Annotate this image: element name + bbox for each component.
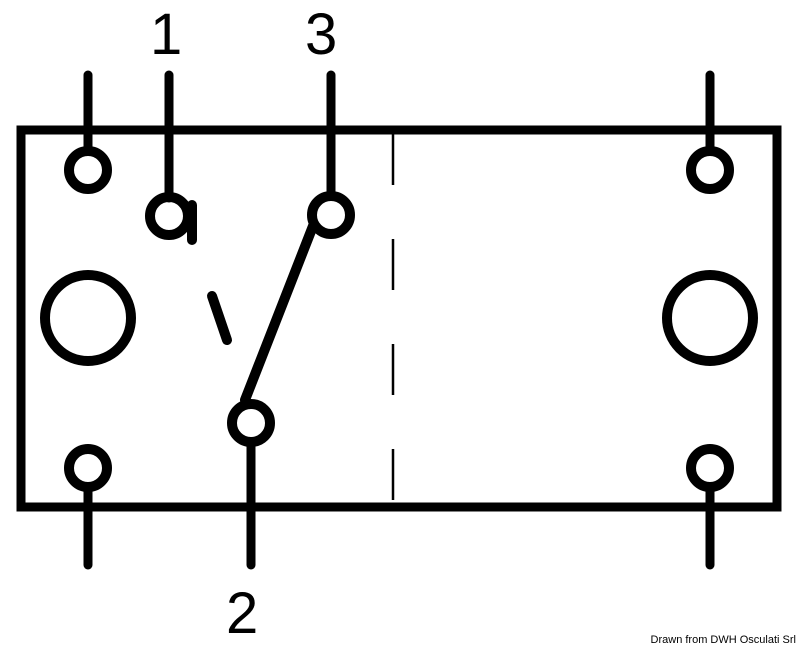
mounting-hole-right xyxy=(662,270,758,366)
terminal-bottom-right xyxy=(686,444,734,492)
terminal-2 xyxy=(227,399,275,447)
switch-lever xyxy=(240,221,318,405)
terminal-bottom-left xyxy=(64,444,112,492)
mounting-hole-left xyxy=(40,270,136,366)
terminal-label-3: 3 xyxy=(305,2,338,67)
terminal-label-1: 1 xyxy=(150,2,183,67)
terminal-label-2: 2 xyxy=(226,581,259,646)
contact-tick xyxy=(207,291,232,345)
switch-housing xyxy=(16,125,782,512)
terminal-1 xyxy=(145,192,193,240)
credit-text: Drawn from DWH Osculati Srl xyxy=(650,634,796,646)
terminal-3 xyxy=(307,191,355,239)
terminal-top-left xyxy=(64,146,112,194)
terminal-top-right xyxy=(686,146,734,194)
